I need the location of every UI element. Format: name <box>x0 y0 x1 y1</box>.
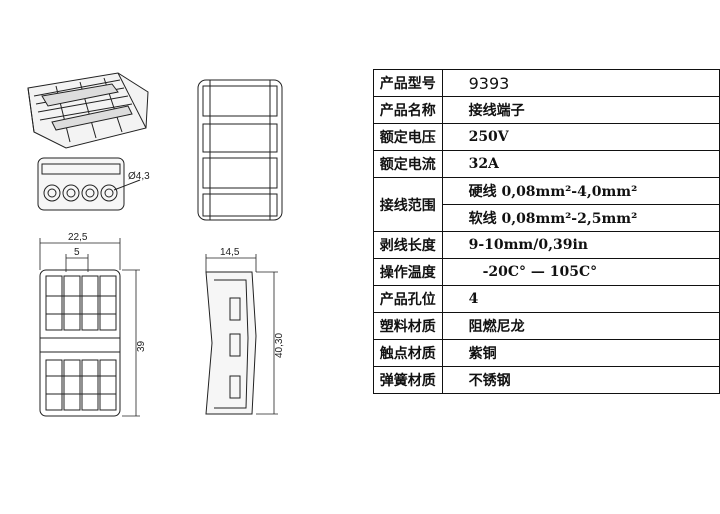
spec-value: 软线 0,08mm²-2,5mm² <box>441 204 720 232</box>
spec-row: 剥线长度 9-10mm/0,39in <box>373 231 720 259</box>
spec-row: 接线范围 硬线 0,08mm²-4,0mm² <box>373 177 720 232</box>
spec-row: 额定电压 250V <box>373 123 720 151</box>
spec-value: 4 <box>441 285 720 313</box>
dim-side-width: 14,5 <box>220 247 240 258</box>
bottom-front-view <box>39 269 121 417</box>
technical-drawing: Ø4,3 22,5 5 39 14,5 40,30 <box>27 72 285 417</box>
spec-label: 剥线长度 <box>373 231 443 259</box>
spec-row: 额定电流 32A <box>373 150 720 178</box>
spec-label: 产品名称 <box>373 96 443 124</box>
spec-value: 32A <box>441 150 720 178</box>
spec-value: 9-10mm/0,39in <box>441 231 720 259</box>
spec-label: 额定电压 <box>373 123 443 151</box>
spec-row: 操作温度 -20C° — 105C° <box>373 258 720 286</box>
isometric-view <box>27 72 149 149</box>
spec-value: 不锈钢 <box>441 366 720 394</box>
spec-label: 弹簧材质 <box>373 366 443 394</box>
spec-row: 塑料材质 阻燃尼龙 <box>373 312 720 340</box>
dimension-lines <box>39 238 278 417</box>
spec-label: 触点材质 <box>373 339 443 367</box>
dim-width: 22,5 <box>68 232 88 243</box>
dim-pitch: 5 <box>74 247 80 258</box>
spec-value: 紫铜 <box>441 339 720 367</box>
dim-hole-diameter: Ø4,3 <box>128 171 150 182</box>
spec-row: 软线 0,08mm²-2,5mm² <box>374 204 720 232</box>
drawing-svg: Ø4,3 22,5 5 39 14,5 40,30 <box>27 72 285 417</box>
dim-side-height: 40,30 <box>274 333 285 358</box>
spec-label: 塑料材质 <box>373 312 443 340</box>
spec-row: 产品孔位 4 <box>373 285 720 313</box>
spec-row: 触点材质 紫铜 <box>373 339 720 367</box>
spec-value: 接线端子 <box>441 96 720 124</box>
spec-value: -20C° — 105C° <box>441 258 720 286</box>
spec-label: 产品型号 <box>373 69 443 97</box>
spec-label: 接线范围 <box>373 177 443 232</box>
spec-row: 弹簧材质 不锈钢 <box>373 366 720 394</box>
side-view <box>205 271 257 415</box>
spec-value: 250V <box>441 123 720 151</box>
spec-table: 产品型号 9393 产品名称 接线端子 额定电压 250V 额定电流 32A 接… <box>373 69 720 394</box>
spec-row: 产品名称 接线端子 <box>373 96 720 124</box>
spec-value: 硬线 0,08mm²-4,0mm² <box>441 177 720 205</box>
dim-height: 39 <box>136 340 147 352</box>
spec-value: 9393 <box>441 69 720 97</box>
spec-label: 操作温度 <box>373 258 443 286</box>
spec-value: 阻燃尼龙 <box>441 312 720 340</box>
spec-row: 产品型号 9393 <box>373 69 720 97</box>
front-view <box>37 157 141 211</box>
spec-label: 额定电流 <box>373 150 443 178</box>
top-view-right <box>197 79 283 221</box>
spec-label: 产品孔位 <box>373 285 443 313</box>
